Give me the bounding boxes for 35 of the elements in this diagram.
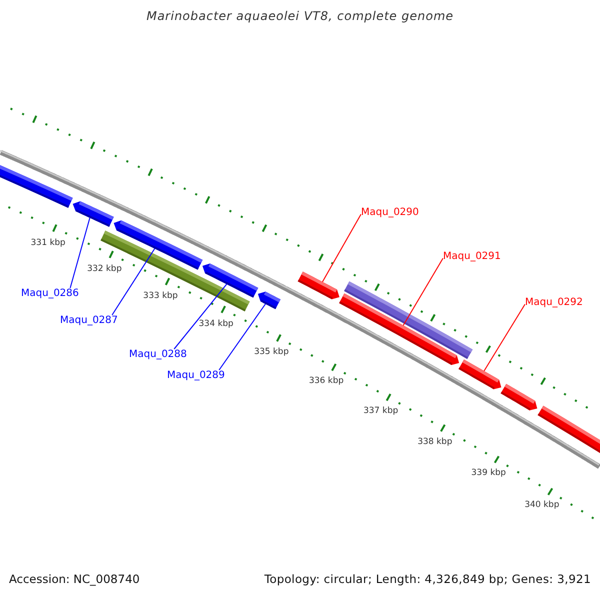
gene-label: Maqu_0287 xyxy=(60,315,118,327)
tick-label: 339 kbp xyxy=(471,468,506,478)
gene-label: Maqu_0289 xyxy=(167,370,225,382)
tick-label: 334 kbp xyxy=(198,318,234,329)
gene-label: Maqu_0292 xyxy=(525,297,583,309)
gene-block xyxy=(257,291,281,310)
tick-label: 333 kbp xyxy=(143,290,178,301)
gene-block xyxy=(297,271,340,300)
tick-label: 337 kbp xyxy=(363,406,398,416)
map-title: Marinobacter aquaeolei VT8, complete genome xyxy=(146,9,454,24)
leader-line xyxy=(218,304,266,370)
leader-line xyxy=(322,214,362,282)
tick-label: 335 kbp xyxy=(254,347,289,358)
tick-label: 332 kbp xyxy=(87,264,122,274)
accession-note: Accession: NC_008740 xyxy=(9,573,140,587)
leader-line xyxy=(402,258,444,326)
gene-block xyxy=(339,293,460,365)
gene-block xyxy=(72,201,114,227)
gene-block xyxy=(500,383,538,411)
leader-line xyxy=(484,304,526,372)
gene-block xyxy=(537,405,600,453)
gene-label: Maqu_0291 xyxy=(443,251,501,263)
tick-label: 336 kbp xyxy=(308,376,344,386)
gene-label: Maqu_0290 xyxy=(361,207,419,219)
leader-line xyxy=(174,284,228,350)
tick-label: 340 kbp xyxy=(524,500,560,510)
gene-label: Maqu_0286 xyxy=(21,288,79,300)
tick-label: 338 kbp xyxy=(418,436,452,447)
leader-line xyxy=(70,217,90,288)
leader-line xyxy=(112,248,156,316)
gene-label: Maqu_0288 xyxy=(129,349,187,361)
gene-block xyxy=(0,165,73,208)
genome-summary-note: Topology: circular; Length: 4,326,849 bp; Genes: 3,921 xyxy=(264,573,591,587)
tick-label: 331 kbp xyxy=(30,238,66,248)
gene-block xyxy=(458,359,502,390)
